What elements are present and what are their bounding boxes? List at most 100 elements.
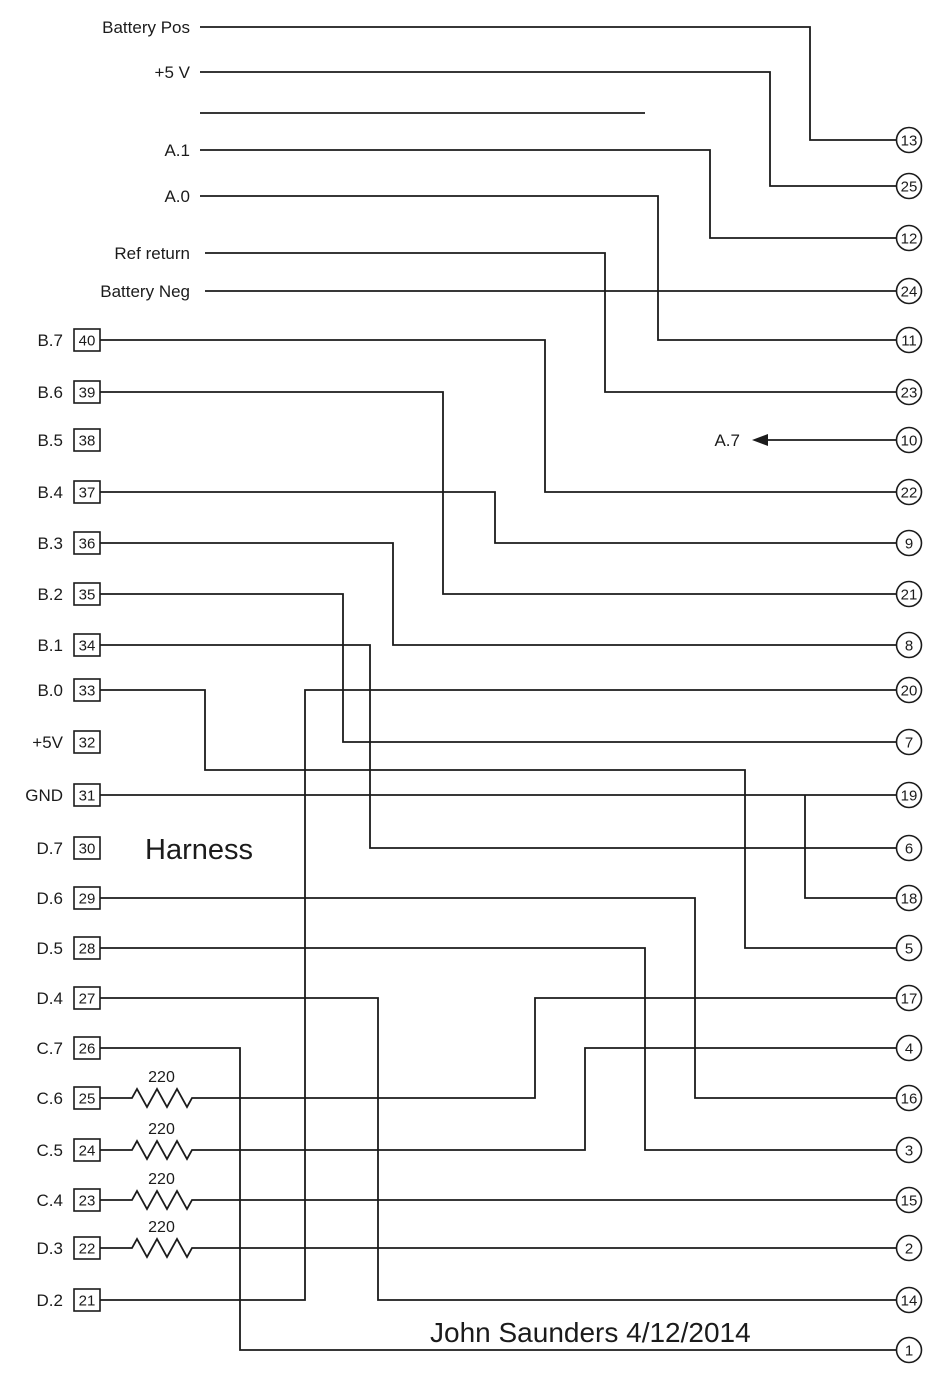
connector-number: 12 — [901, 231, 918, 248]
top-signal-label: +5 V — [155, 63, 191, 82]
pin-signal-label: B.3 — [37, 534, 63, 553]
pin-box — [73, 1188, 101, 1212]
wire-gnd-branch-to-18 — [804, 795, 896, 899]
connector-number: 5 — [905, 941, 913, 958]
pin-box — [73, 936, 101, 960]
connector-circle — [895, 834, 923, 862]
connector-circle — [895, 934, 923, 962]
pin-signal-label: D.2 — [37, 1291, 63, 1310]
pin-box — [73, 480, 101, 504]
pin-number: 38 — [79, 433, 96, 450]
wire-a1-to-12 — [200, 149, 896, 239]
pin-number: 24 — [79, 1143, 96, 1160]
pin-signal-label: C.4 — [37, 1191, 63, 1210]
pin-number: 34 — [79, 638, 96, 655]
pin-box — [73, 428, 101, 452]
resistor-value: 220 — [148, 1219, 175, 1236]
connector-circle — [895, 728, 923, 756]
pin-number: 27 — [79, 991, 96, 1008]
resistor-icon — [128, 1237, 195, 1259]
pin-number: 31 — [79, 788, 96, 805]
pin-number: 33 — [79, 683, 96, 700]
pin-signal-label: B.2 — [37, 585, 63, 604]
pin-number: 37 — [79, 485, 96, 502]
connector-circle — [895, 984, 923, 1012]
top-signal-label: Battery Pos — [102, 18, 190, 37]
wire-a0-to-11 — [200, 195, 896, 341]
pin-box — [73, 1138, 101, 1162]
connector-number: 2 — [905, 1241, 913, 1258]
wire-pin28-to-3 — [100, 947, 896, 1151]
connector-number: 23 — [901, 385, 918, 402]
pin-box — [73, 531, 101, 555]
pin-box — [73, 1036, 101, 1060]
wire-pin33-to-5 — [100, 689, 896, 949]
wire-pin26-to-1 — [100, 1047, 896, 1351]
connector-number: 10 — [901, 433, 918, 450]
pin-number: 25 — [79, 1091, 96, 1108]
a7-label: A.7 — [714, 431, 740, 450]
connector-number: 3 — [905, 1143, 913, 1160]
connector-circle — [895, 676, 923, 704]
resistor-value: 220 — [148, 1069, 175, 1086]
wire-pin27-to-14 — [100, 997, 896, 1301]
wire-pin21-to-20 — [100, 689, 896, 1301]
connector-circle — [895, 1084, 923, 1112]
connector-circle — [895, 224, 923, 252]
pin-box — [73, 886, 101, 910]
pin-box — [73, 730, 101, 754]
connector-circle — [895, 1186, 923, 1214]
pin-number: 32 — [79, 735, 96, 752]
pin-box — [73, 678, 101, 702]
connector-number: 9 — [905, 536, 913, 553]
pin-box — [73, 1086, 101, 1110]
connector-circle — [895, 1034, 923, 1062]
top-signal-label: Ref return — [114, 244, 190, 263]
connector-circle — [895, 529, 923, 557]
connector-number: 4 — [905, 1041, 913, 1058]
top-signal-label: Battery Neg — [100, 282, 190, 301]
pin-box — [73, 582, 101, 606]
connector-number: 18 — [901, 891, 918, 908]
top-signal-label: A.1 — [164, 141, 190, 160]
pin-number: 35 — [79, 587, 96, 604]
pin-signal-label: +5V — [32, 733, 63, 752]
connector-number: 1 — [905, 1343, 913, 1360]
pin-number: 40 — [79, 333, 96, 350]
arrow-left-icon — [752, 434, 768, 446]
pin-signal-label: B.5 — [37, 431, 63, 450]
pin-signal-label: D.4 — [37, 989, 63, 1008]
top-signal-label: A.0 — [164, 187, 190, 206]
wire-pin35-to-7 — [100, 593, 896, 743]
wire-pin40-to-22 — [100, 339, 896, 493]
pin-number: 22 — [79, 1241, 96, 1258]
pin-signal-label: C.6 — [37, 1089, 63, 1108]
pin-number: 39 — [79, 385, 96, 402]
pin-signal-label: B.7 — [37, 331, 63, 350]
pin-signal-label: D.7 — [37, 839, 63, 858]
wire-pin36-to-8 — [100, 542, 896, 646]
pin-box — [73, 986, 101, 1010]
pin-box — [73, 328, 101, 352]
connector-circle — [895, 1234, 923, 1262]
connector-number: 22 — [901, 485, 918, 502]
connector-number: 8 — [905, 638, 913, 655]
connector-number: 16 — [901, 1091, 918, 1108]
resistor-icon — [128, 1087, 195, 1109]
connector-circle — [895, 580, 923, 608]
connector-number: 6 — [905, 841, 913, 858]
wire-pin37-to-9 — [100, 491, 896, 544]
connector-circle — [895, 426, 923, 454]
pin-box — [73, 1288, 101, 1312]
pin-number: 28 — [79, 941, 96, 958]
pin-signal-label: C.5 — [37, 1141, 63, 1160]
connector-number: 20 — [901, 683, 918, 700]
pin-signal-label: B.4 — [37, 483, 63, 502]
connector-circle — [895, 172, 923, 200]
wire-5v-to-25 — [200, 71, 896, 187]
connector-circle — [895, 1286, 923, 1314]
connector-circle — [895, 277, 923, 305]
connector-circle — [895, 1136, 923, 1164]
